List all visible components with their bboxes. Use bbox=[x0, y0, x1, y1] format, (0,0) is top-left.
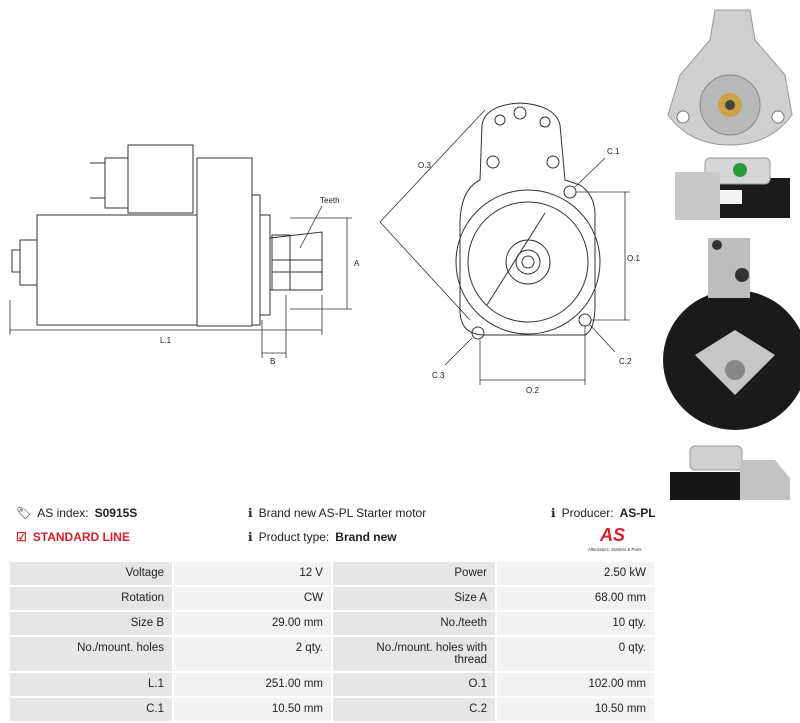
c2-label: C.2 bbox=[619, 357, 632, 366]
l1-label: L.1 bbox=[160, 336, 172, 345]
description: ℹ Brand new AS-PL Starter motor bbox=[248, 506, 427, 520]
spec-key: No./mount. holes with thread bbox=[330, 635, 497, 673]
photo-front bbox=[667, 9, 793, 146]
spec-key: No./mount. holes bbox=[8, 635, 174, 673]
o3-label: O.3 bbox=[418, 161, 431, 170]
spec-value: 29.00 mm bbox=[172, 610, 333, 637]
info-icon: ℹ bbox=[248, 530, 253, 544]
spec-value: 68.00 mm bbox=[494, 585, 657, 612]
spec-value: 102.00 mm bbox=[494, 671, 657, 698]
front-dimensions bbox=[379, 109, 630, 385]
product-type: ℹ Product type: Brand new bbox=[248, 530, 397, 544]
spec-key: No./teeth bbox=[330, 610, 497, 637]
spec-key: C.1 bbox=[8, 696, 174, 723]
svg-text:AS: AS bbox=[599, 525, 625, 545]
c3-label: C.3 bbox=[432, 371, 445, 380]
spec-value: CW bbox=[172, 585, 333, 612]
spec-value: 10 qty. bbox=[494, 610, 657, 637]
spec-value: 2.50 kW bbox=[494, 560, 657, 587]
product-info: 🏷︎ AS index: S0915S ☑ STANDARD LINE ℹ Br… bbox=[0, 500, 800, 554]
spec-value: 10.50 mm bbox=[494, 696, 657, 723]
spec-key: Voltage bbox=[8, 560, 174, 587]
photo-side-bottom bbox=[670, 445, 790, 500]
spec-key: L.1 bbox=[8, 671, 174, 698]
as-index: 🏷︎ AS index: S0915S bbox=[16, 506, 138, 520]
info-icon: ℹ bbox=[248, 506, 253, 520]
spec-key: Size B bbox=[8, 610, 174, 637]
photo-rear bbox=[663, 238, 800, 430]
standard-line: ☑ STANDARD LINE bbox=[16, 530, 130, 544]
spec-key: O.1 bbox=[330, 671, 497, 698]
spec-value: 251.00 mm bbox=[172, 671, 333, 698]
photo-side-top bbox=[675, 157, 790, 220]
a-label: A bbox=[354, 259, 360, 268]
producer: ℹ Producer: AS-PL bbox=[551, 506, 656, 520]
technical-drawing: Teeth A B L.1 O.3 O.1 O.2 C.1 C.2 C.3 bbox=[9, 102, 640, 395]
spec-key: Size A bbox=[330, 585, 497, 612]
spec-value: 10.50 mm bbox=[172, 696, 333, 723]
spec-value: 12 V bbox=[172, 560, 333, 587]
tag-icon: 🏷︎ bbox=[16, 506, 32, 520]
as-pl-logo: AS Alternators, Starters & Parts bbox=[588, 525, 642, 552]
product-photos bbox=[663, 9, 800, 500]
side-dimensions bbox=[9, 205, 352, 358]
spec-value: 2 qty. bbox=[172, 635, 333, 673]
teeth-label: Teeth bbox=[320, 196, 340, 205]
spec-value: 0 qty. bbox=[494, 635, 657, 673]
check-square-icon: ☑ bbox=[16, 530, 27, 544]
spec-key: Rotation bbox=[8, 585, 174, 612]
svg-text:Alternators, Starters & Parts: Alternators, Starters & Parts bbox=[588, 547, 642, 552]
info-icon: ℹ bbox=[551, 506, 556, 520]
spec-key: C.2 bbox=[330, 696, 497, 723]
o1-label: O.1 bbox=[627, 254, 640, 263]
o2-label: O.2 bbox=[526, 386, 539, 395]
spec-key: Power bbox=[330, 560, 497, 587]
side-view bbox=[11, 144, 323, 327]
b-label: B bbox=[270, 357, 275, 366]
front-view bbox=[455, 102, 601, 340]
c1-label: C.1 bbox=[607, 147, 620, 156]
